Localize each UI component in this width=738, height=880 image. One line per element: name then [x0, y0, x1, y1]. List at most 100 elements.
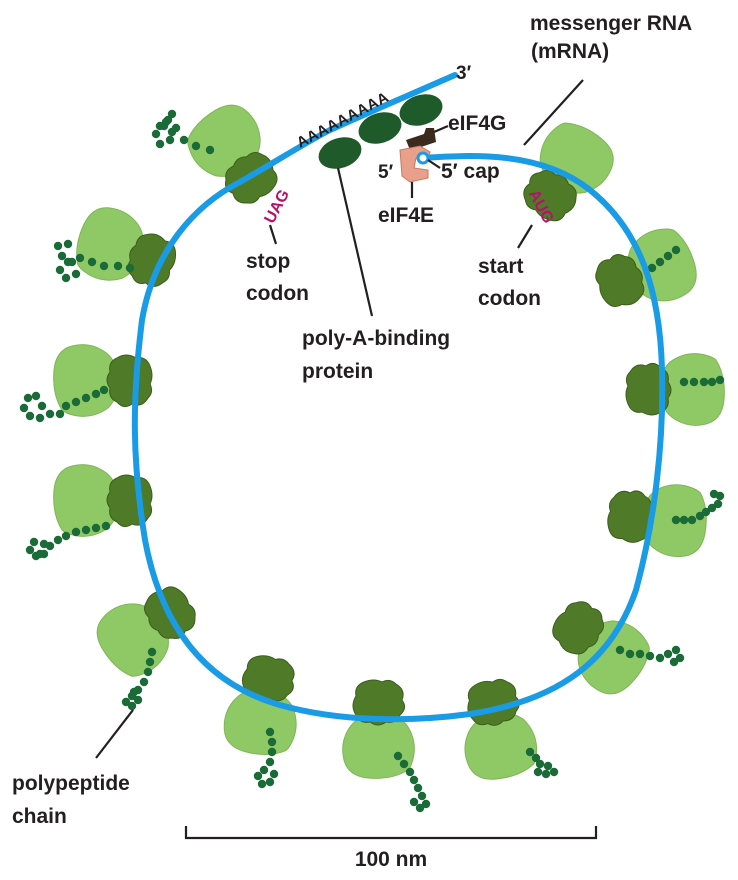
- amino-acid-bead: [91, 389, 101, 399]
- ribosome-small-subunit: [106, 474, 153, 528]
- amino-acid-bead: [139, 677, 149, 687]
- eif4g-label: eIF4G: [448, 112, 506, 135]
- stop-codon-leader-line: [268, 224, 278, 245]
- amino-acid-bead: [699, 377, 709, 387]
- eif4e-label: eIF4E: [378, 204, 434, 227]
- amino-acid-bead: [57, 251, 67, 261]
- amino-acid-bead: [129, 687, 139, 697]
- poly-a-binding-protein-icon: [318, 94, 443, 169]
- amino-acid-bead: [35, 549, 45, 559]
- amino-acid-bead: [647, 263, 657, 273]
- eif4g-leader-line: [433, 124, 449, 134]
- amino-acid-bead: [259, 765, 269, 775]
- messenger-rna-label: messenger RNA: [530, 12, 692, 35]
- amino-acid-bead: [615, 645, 625, 655]
- amino-acid-bead: [67, 257, 77, 267]
- amino-acid-bead: [695, 511, 705, 521]
- polypeptide-chain-icon: [121, 647, 157, 711]
- mrna-strand: [131, 72, 666, 723]
- amino-acid-bead: [25, 545, 35, 555]
- amino-acid-bead: [267, 747, 277, 757]
- amino-acid-bead: [171, 123, 181, 133]
- amino-acid-bead: [145, 657, 155, 667]
- amino-acid-bead: [61, 401, 71, 411]
- start-codon-leader-line: [517, 224, 533, 249]
- amino-acid-bead: [133, 695, 143, 705]
- amino-acid-bead: [531, 753, 541, 763]
- amino-acid-bead: [409, 797, 419, 807]
- polypeptide-chain-icon: [679, 375, 725, 387]
- amino-acid-bead: [413, 783, 423, 793]
- amino-acid-bead: [257, 779, 267, 789]
- pabp-label-line2: protein: [302, 360, 373, 383]
- amino-acid-bead: [541, 769, 551, 779]
- three-prime-label: 3′: [456, 63, 472, 84]
- amino-acid-bead: [45, 409, 55, 419]
- amino-acid-bead: [265, 777, 275, 787]
- amino-acid-bead: [61, 531, 71, 541]
- amino-acid-bead: [71, 269, 81, 279]
- amino-acid-bead: [155, 121, 165, 131]
- amino-acid-bead: [165, 135, 175, 145]
- amino-acid-bead: [669, 657, 679, 667]
- polypeptide-chain-icon: [25, 521, 111, 561]
- amino-acid-bead: [533, 767, 543, 777]
- scale-label: 100 nm: [355, 848, 427, 871]
- amino-acid-bead: [421, 799, 431, 809]
- amino-acid-bead: [61, 273, 71, 283]
- amino-acid-bead: [625, 649, 635, 659]
- polypeptide-chain-group: [19, 109, 725, 813]
- amino-acid-bead: [75, 253, 85, 263]
- amino-acid-bead: [19, 403, 29, 413]
- five-prime-label: 5′: [378, 162, 394, 183]
- amino-acid-bead: [671, 645, 681, 655]
- polypeptide-chain-icon: [53, 239, 135, 283]
- amino-acid-bead: [679, 377, 689, 387]
- amino-acid-bead: [63, 239, 73, 249]
- polypeptide-chain-icon: [19, 385, 109, 423]
- mrna-abbrev-label: (mRNA): [531, 40, 609, 63]
- amino-acid-bead: [39, 539, 49, 549]
- five-prime-cap-label: 5′ cap: [441, 160, 500, 183]
- amino-acid-bead: [707, 503, 717, 513]
- amino-acid-bead: [113, 261, 123, 271]
- amino-acid-bead: [713, 499, 723, 509]
- amino-acid-bead: [715, 375, 725, 385]
- amino-acid-bead: [535, 759, 545, 769]
- polypeptide-chain-icon: [671, 489, 725, 525]
- amino-acid-bead: [127, 701, 137, 711]
- amino-acid-bead: [81, 393, 91, 403]
- amino-acid-bead: [415, 803, 425, 813]
- amino-acid-bead: [87, 257, 97, 267]
- amino-acid-bead: [393, 751, 403, 761]
- amino-acid-bead: [671, 245, 681, 255]
- amino-acid-bead: [121, 697, 131, 707]
- pabp-leader-line: [336, 167, 374, 317]
- ribosome-icon: [625, 353, 725, 426]
- polypeptide-chain-icon: [615, 645, 685, 667]
- amino-acid-bead: [29, 537, 39, 547]
- amino-acid-bead: [689, 377, 699, 387]
- amino-acid-bead: [267, 737, 277, 747]
- amino-acid-bead: [399, 759, 409, 769]
- amino-acid-bead: [71, 527, 81, 537]
- amino-acid-bead: [191, 141, 201, 151]
- amino-acid-bead: [81, 525, 91, 535]
- ribosome-icon: [458, 675, 542, 785]
- amino-acid-bead: [101, 521, 111, 531]
- polypeptide-chain-icon: [253, 727, 279, 789]
- amino-acid-bead: [23, 393, 33, 403]
- amino-acid-bead: [35, 413, 45, 423]
- amino-acid-bead: [543, 761, 553, 771]
- amino-acid-bead: [71, 397, 81, 407]
- amino-acid-bead: [167, 109, 177, 119]
- amino-acid-bead: [31, 391, 41, 401]
- polypeptide-chain-icon: [647, 245, 681, 273]
- amino-acid-bead: [525, 747, 535, 757]
- five-prime-cap-icon: [416, 151, 430, 165]
- amino-acid-bead: [655, 257, 665, 267]
- amino-acid-bead: [671, 515, 681, 525]
- ribosome-group: [53, 94, 725, 785]
